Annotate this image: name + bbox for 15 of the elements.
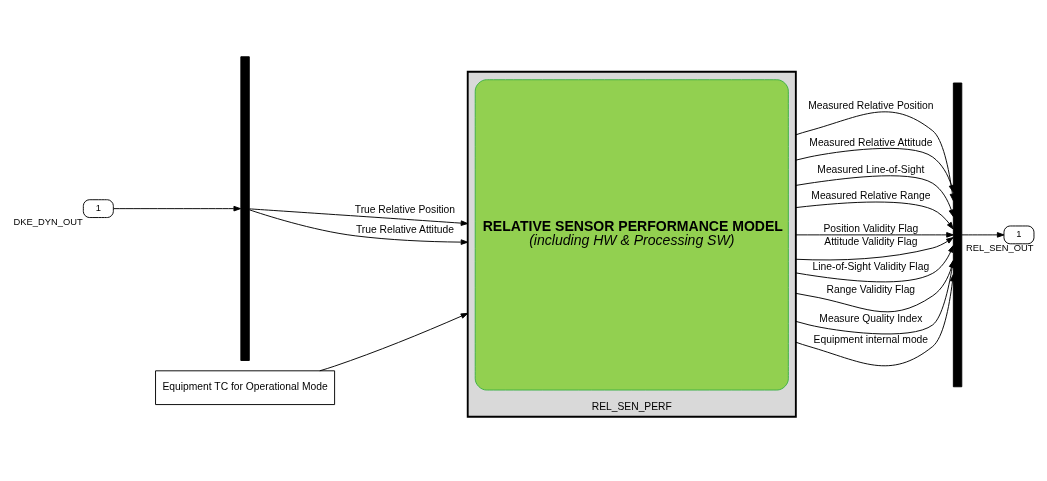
edge-label: Position Validity Flag — [823, 222, 919, 234]
edge-label: Measured Relative Position — [808, 100, 934, 112]
edge-label: Range Validity Flag — [826, 283, 916, 295]
edge-label: Attitude Validity Flag — [824, 236, 918, 247]
edge-label: Line-of-Sight Validity Flag — [812, 261, 930, 273]
edge-label: True Relative Attitude — [355, 223, 454, 235]
edge-label: Equipment internal mode — [813, 334, 929, 346]
edge-label: Measured Line-of-Sight — [817, 163, 925, 175]
node-label: REL_SEN_PERF — [591, 401, 672, 412]
edge-label: Measured Relative Range — [811, 190, 931, 202]
node-label: DKE_DYN_OUT — [13, 217, 83, 228]
node-label: REL_SEN_OUT — [965, 243, 1034, 254]
edge-label: True Relative Position — [354, 204, 456, 216]
edge-label: Measure Quality Index — [819, 312, 923, 324]
edge-label: Measured Relative Attitude — [809, 136, 933, 148]
